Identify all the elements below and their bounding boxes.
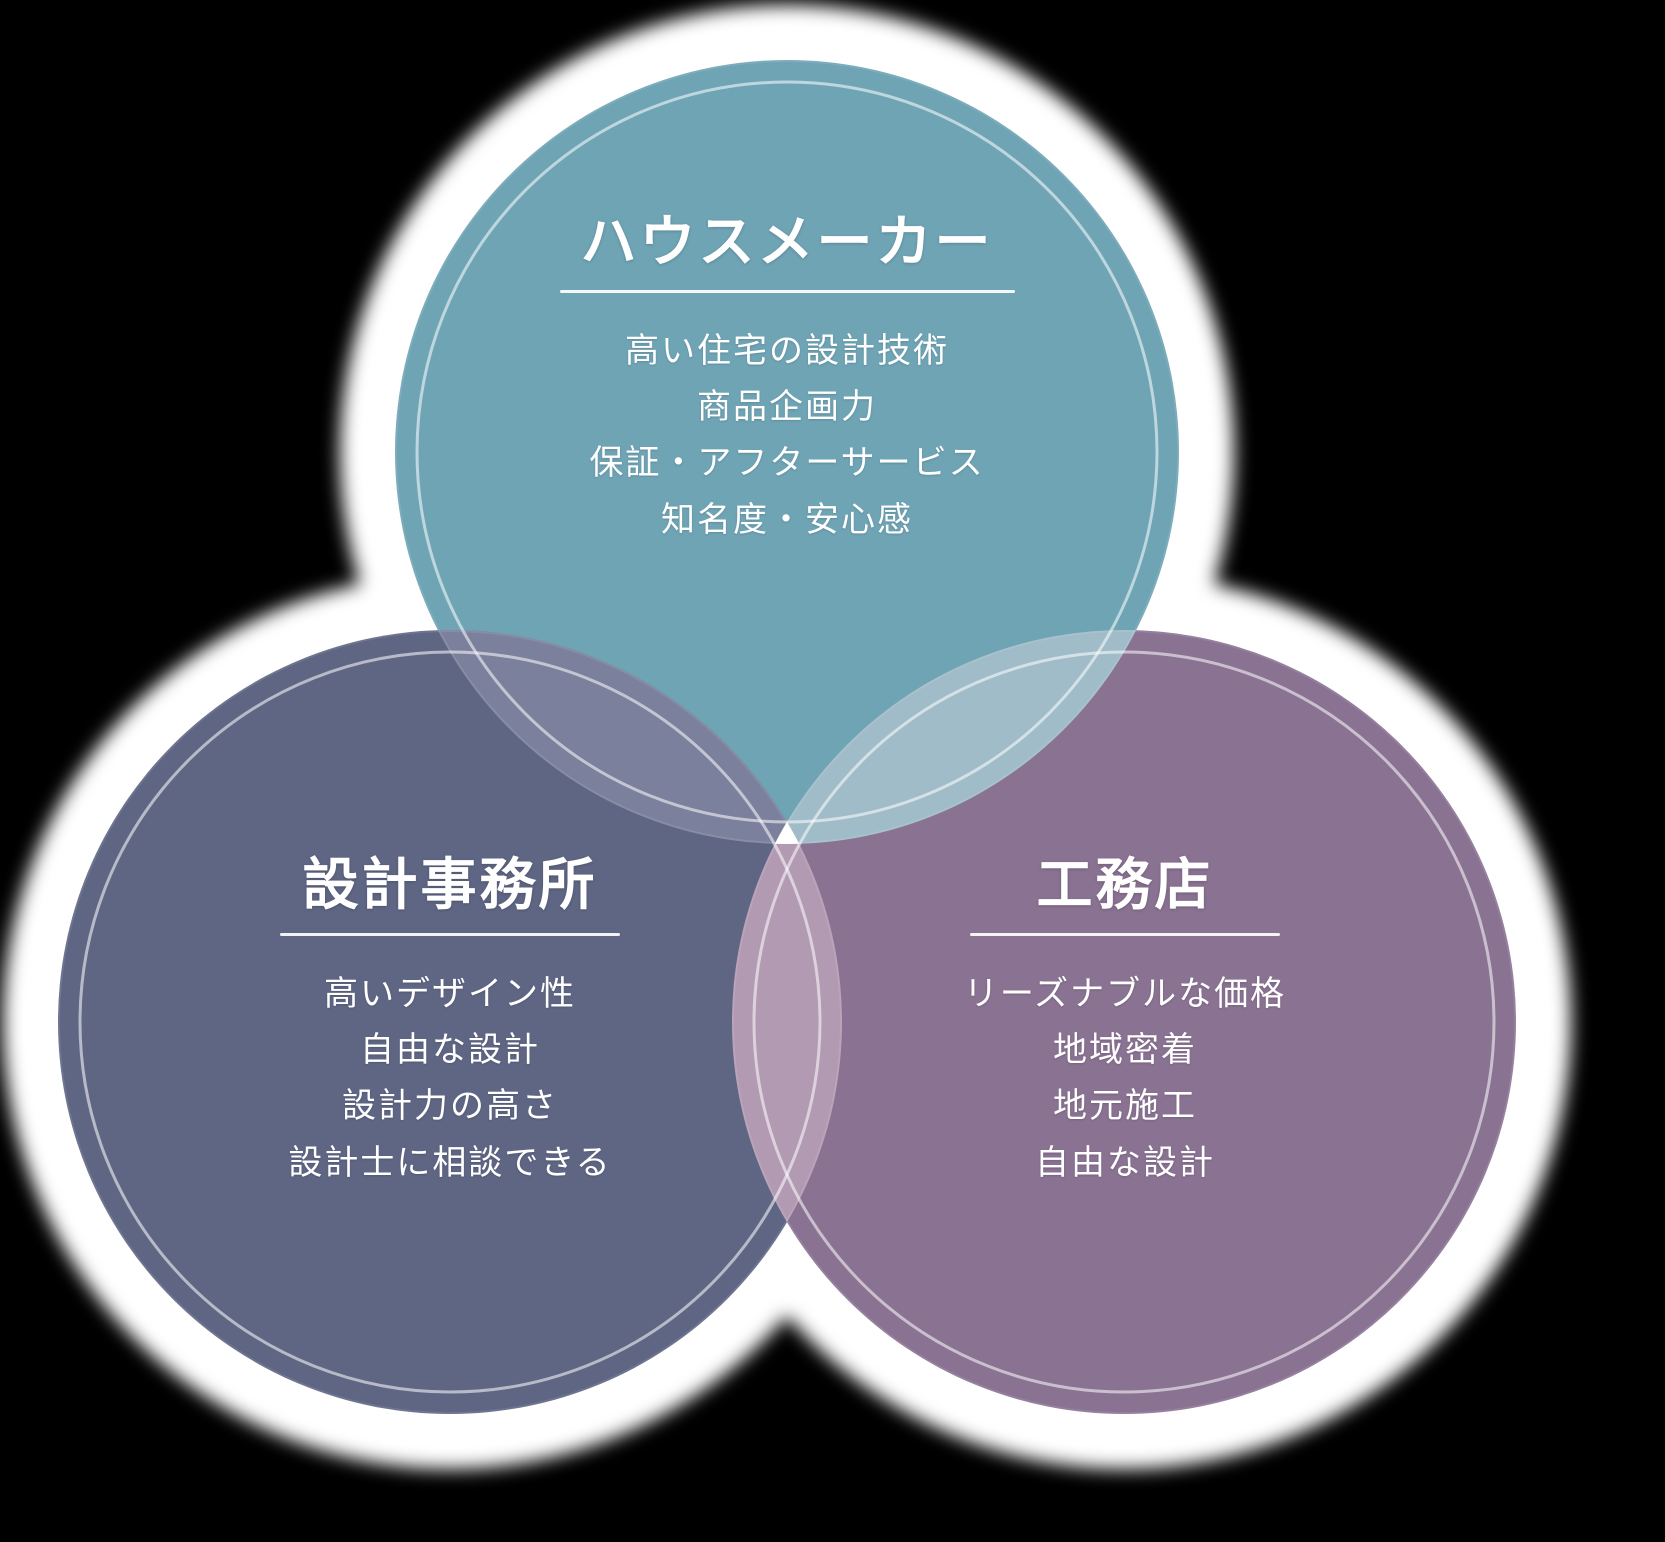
circle-fills: [58, 60, 1516, 1414]
inner-ring-top: [415, 80, 1159, 824]
inner-ring-left: [78, 650, 822, 1394]
circle-design-office: [58, 630, 842, 1414]
circle-outer-rims: [58, 60, 1516, 1414]
inner-ring-right: [752, 650, 1496, 1394]
circle-inner-rings: [78, 80, 1496, 1394]
circle-construction-shop: [732, 630, 1516, 1414]
circle-house-maker: [395, 60, 1179, 844]
